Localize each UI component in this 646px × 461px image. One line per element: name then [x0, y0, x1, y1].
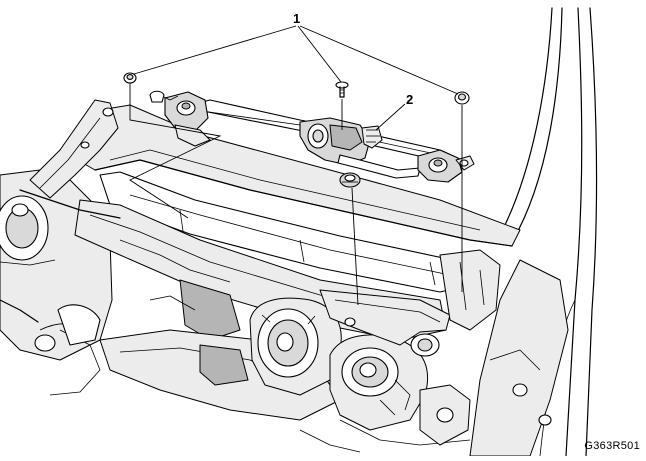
- engine-bay-lower: [299, 349, 552, 453]
- right-strut-tower: [329, 334, 429, 431]
- left-cowl-bracket: [19, 99, 121, 219]
- figure-code: G363R501: [584, 440, 640, 452]
- callout-1: 1: [293, 11, 300, 26]
- windshield-frame: [469, 7, 598, 457]
- right-cowl-rail: [319, 249, 501, 357]
- callout-2: 2: [406, 92, 413, 107]
- center-strut-tower: [249, 297, 342, 396]
- fastener-grommet-right: [454, 91, 470, 105]
- leader-lines: [129, 25, 463, 306]
- fastener-bolt-center: [335, 81, 349, 98]
- wiper-linkage-assembly: [149, 90, 475, 188]
- fasteners: [123, 72, 470, 105]
- fastener-grommet-left: [123, 72, 137, 84]
- callout-labels: 1 2: [293, 11, 413, 107]
